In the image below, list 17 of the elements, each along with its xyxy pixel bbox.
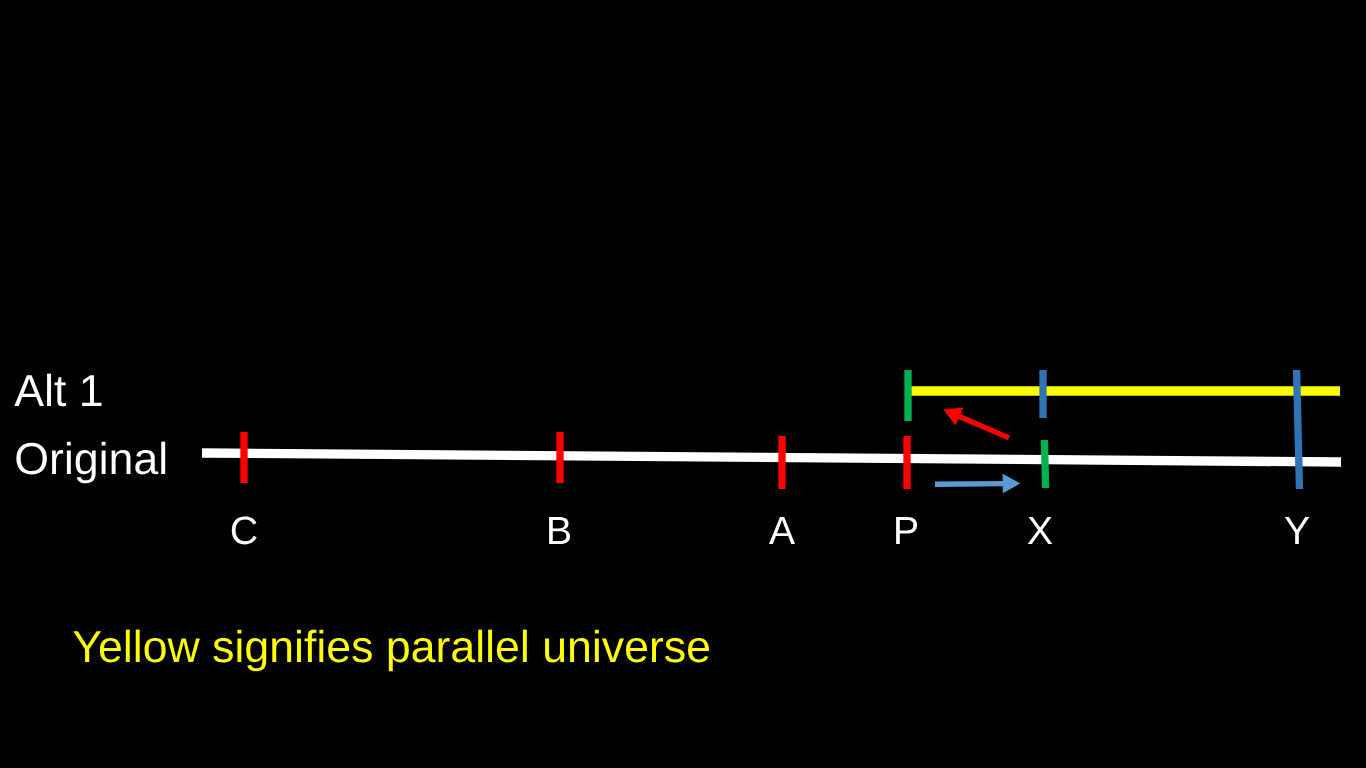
tick-label: P (896, 516, 918, 544)
tick-mark (778, 436, 786, 489)
row-label: Original (16, 441, 166, 484)
tick-label: Y (1284, 516, 1310, 544)
tick-mark (1040, 439, 1050, 489)
tick-mark (1039, 370, 1047, 418)
tick-label: A (769, 516, 796, 544)
tick-label: B (549, 516, 571, 544)
caption-text: Yellow signifies parallel universe (73, 629, 709, 672)
tick-label: C (231, 516, 257, 545)
tick-mark (903, 436, 911, 489)
row-label: Alt 1 (14, 373, 102, 407)
tick-mark (904, 370, 912, 421)
tick-mark (1292, 369, 1304, 490)
tick-mark (556, 432, 564, 483)
tick-label: X (1027, 516, 1053, 544)
tick-mark (240, 432, 248, 483)
